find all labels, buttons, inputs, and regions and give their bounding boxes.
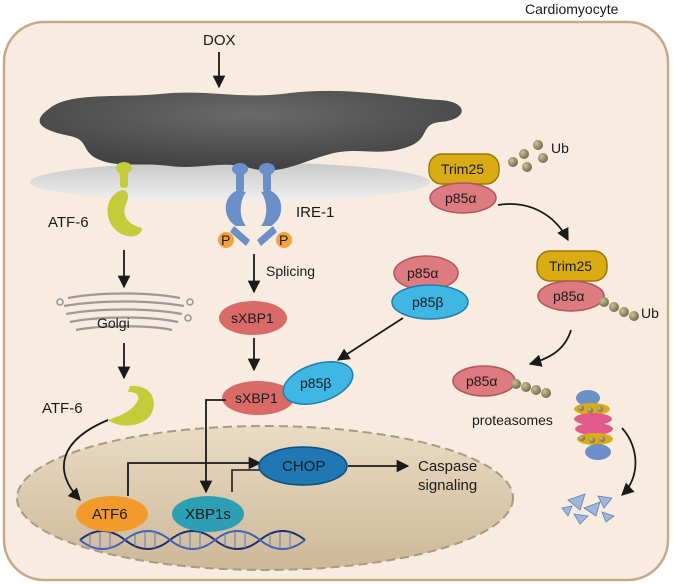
golgi-apparatus (56, 292, 194, 332)
phospho-icon (218, 232, 234, 248)
cell-label: Cardiomyocyte (525, 1, 619, 17)
p85-beta-protein (391, 284, 469, 320)
p85-alpha-mid-label: p85α (553, 288, 584, 304)
arrow-complex-to-xbp1s (199, 399, 226, 494)
p85-alpha-mid-protein (537, 280, 605, 312)
atf6-fragment (108, 385, 154, 426)
splicing-label: Splicing (266, 263, 315, 279)
inhibition-line (231, 469, 272, 492)
golgi-label: Golgi (97, 315, 130, 331)
phospho-label-right: P (279, 232, 288, 248)
arrow-p85b-bind (336, 317, 404, 361)
p85-beta-bound-label: p85β (300, 375, 331, 391)
proteasomes-label: proteasomes (472, 412, 553, 428)
ire1-dimer (225, 163, 282, 246)
p85-alpha-top-protein (429, 182, 497, 214)
phospho-icon (276, 232, 292, 248)
sxbp1-bound-label: sXBP1 (235, 390, 278, 406)
phospho-label-left: P (221, 232, 230, 248)
arrow-atf6-to-chop (127, 456, 262, 496)
sxbp1-label: sXBP1 (231, 310, 274, 326)
arrow-ubiquitination (497, 203, 569, 242)
ub-top-label: Ub (551, 140, 569, 156)
p85-alpha-low-label: p85α (466, 373, 497, 389)
chop-protein (258, 446, 348, 486)
atf6-nuclear-label: ATF6 (92, 506, 128, 523)
atf6-fragment-label: ATF-6 (42, 400, 83, 417)
sxbp1-protein (219, 301, 287, 335)
ubiquitin-cluster (508, 140, 548, 172)
p85-beta-label: p85β (412, 294, 443, 310)
atf6-sensor-label: ATF-6 (48, 214, 89, 231)
peptide-fragments-icon (561, 493, 615, 525)
ubiquitin-chain (511, 379, 551, 398)
nucleus (16, 425, 514, 571)
ub-mid-label: Ub (641, 305, 659, 321)
arrow-atf6-to-nucleus (63, 419, 109, 501)
ire1-label: IRE-1 (296, 204, 334, 221)
arrow-to-fragments (621, 427, 637, 496)
trim25-mid-label: Trim25 (549, 258, 592, 274)
atf6-sensor (107, 162, 142, 237)
xbp1s-label: XBP1s (185, 506, 231, 523)
proteasome-icon (574, 390, 613, 460)
trim25-label: Trim25 (441, 161, 484, 177)
endoplasmic-reticulum (30, 90, 462, 202)
dox-label: DOX (203, 32, 236, 49)
dna-helix (79, 530, 306, 550)
chop-label: CHOP (282, 458, 325, 475)
sxbp1-bound-protein (222, 381, 294, 415)
atf6-nuclear-protein (76, 496, 148, 532)
p85-beta-bound-protein (282, 361, 354, 405)
p85-alpha-label: p85α (407, 265, 438, 281)
arrow-to-proteasome (528, 329, 572, 367)
ubiquitin-chain (599, 297, 639, 321)
caspase-label: Caspase (418, 458, 477, 475)
xbp1s-protein (172, 496, 244, 532)
p85-alpha-top-label: p85α (445, 190, 476, 206)
signaling-label: signaling (418, 477, 477, 494)
